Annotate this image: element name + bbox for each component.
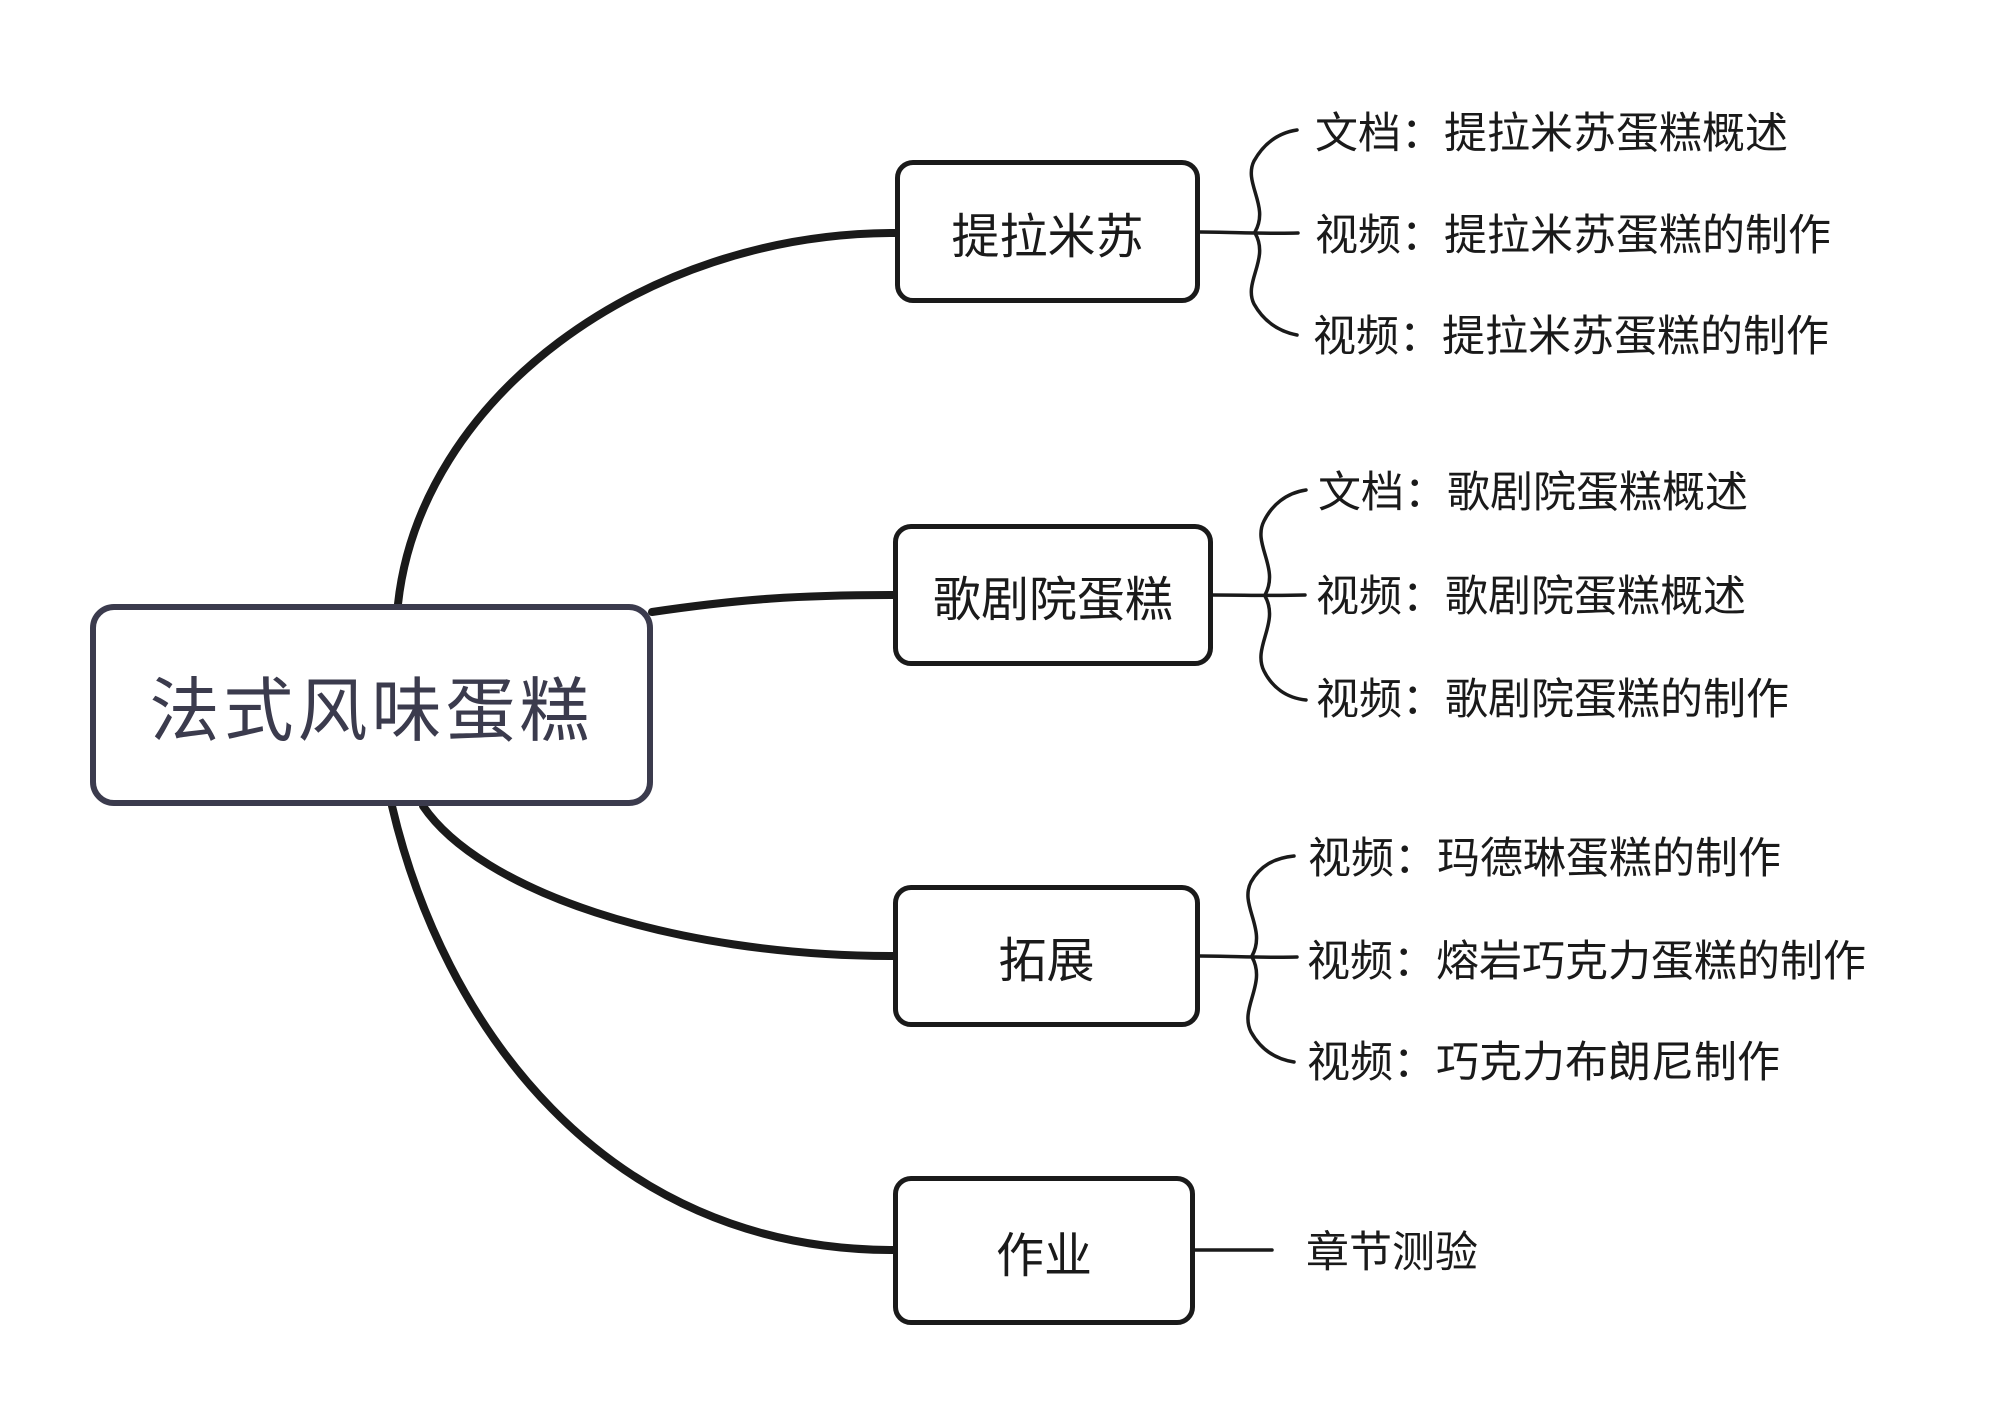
branch-node-opera-cake[interactable]: 歌剧院蛋糕 (893, 524, 1213, 666)
leaf-extension-video-brownie[interactable]: 视频：巧克力布朗尼制作 (1307, 1038, 1780, 1087)
edge-root-to-extension (419, 802, 897, 960)
branch-node-homework[interactable]: 作业 (893, 1176, 1195, 1325)
edge-tiramisu-stem (1198, 230, 1300, 236)
branch-node-label: 歌剧院蛋糕 (932, 574, 1173, 627)
edge-extension-child-down (1246, 955, 1296, 1064)
root-node-label: 法式风味蛋糕 (149, 671, 594, 750)
edge-tiramisu-child-down (1249, 231, 1299, 337)
branch-node-tiramisu[interactable]: 提拉米苏 (895, 160, 1200, 303)
branch-node-label: 拓展 (998, 935, 1095, 988)
branch-node-extension[interactable]: 拓展 (893, 885, 1200, 1027)
leaf-opera-video-making[interactable]: 视频：歌剧院蛋糕的制作 (1316, 675, 1789, 724)
edge-root-to-opera-cake (648, 591, 897, 616)
branch-node-label: 提拉米苏 (951, 210, 1144, 264)
edge-extension-stem (1198, 954, 1299, 960)
leaf-tiramisu-video-making-1[interactable]: 视频：提拉米苏蛋糕的制作 (1315, 211, 1831, 260)
edge-opera-child-down (1259, 594, 1308, 702)
leaf-tiramisu-doc-overview[interactable]: 文档：提拉米苏蛋糕概述 (1315, 109, 1788, 158)
leaf-opera-doc-overview[interactable]: 文档：歌剧院蛋糕概述 (1318, 468, 1748, 517)
branch-node-label: 作业 (995, 1229, 1092, 1283)
leaf-opera-video-overview[interactable]: 视频：歌剧院蛋糕概述 (1316, 572, 1746, 621)
edge-extension-child-up (1246, 854, 1296, 958)
leaf-tiramisu-video-making-2[interactable]: 视频：提拉米苏蛋糕的制作 (1313, 312, 1829, 361)
edge-opera-child-up (1259, 488, 1308, 597)
leaf-homework-chapter-quiz[interactable]: 章节测验 (1306, 1228, 1478, 1277)
root-node-french-cakes[interactable]: 法式风味蛋糕 (90, 604, 653, 806)
edge-tiramisu-child-up (1249, 128, 1299, 234)
edge-root-to-homework (388, 802, 897, 1254)
edge-root-to-tiramisu (394, 229, 899, 608)
leaf-extension-video-madeleine[interactable]: 视频：玛德琳蛋糕的制作 (1308, 834, 1781, 883)
leaf-extension-video-lava-cake[interactable]: 视频：熔岩巧克力蛋糕的制作 (1307, 937, 1866, 986)
